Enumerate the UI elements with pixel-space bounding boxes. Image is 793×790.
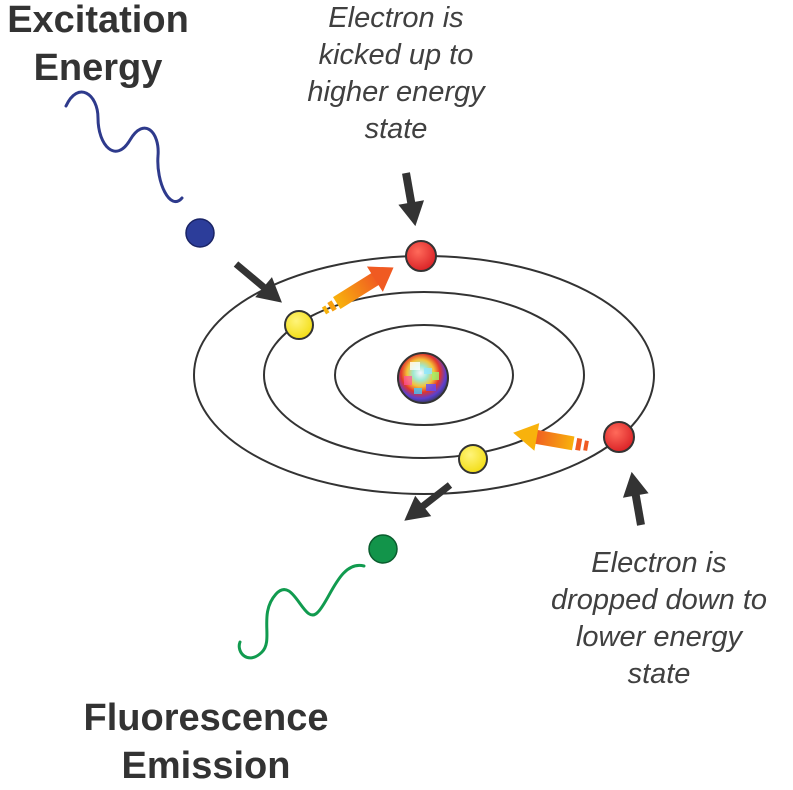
electron-ground-left	[284, 310, 314, 340]
emission-arrow	[404, 482, 453, 521]
nucleus-icon	[397, 352, 449, 404]
photon-in-icon	[185, 218, 215, 248]
dropped-down-label: Electron is dropped down to lower energy…	[526, 545, 792, 693]
dropped-down-line-1: Electron is	[591, 547, 727, 579]
electron-excited-right	[603, 421, 635, 453]
kicked-up-line-3: higher energy	[307, 76, 485, 108]
kicked-up-line-4: state	[364, 113, 428, 145]
fluorescence-label-line-1: Fluorescence	[83, 697, 329, 739]
excitation-wave	[64, 90, 184, 203]
dropped-down-line-3: lower energy	[575, 621, 743, 653]
kicked-up-line-2: kicked up to	[318, 39, 474, 71]
dropped-down-pointer-arrow	[622, 471, 649, 526]
emission-wave	[237, 564, 366, 660]
kicked-up-pointer-arrow	[398, 172, 425, 227]
excitation-arrow	[233, 261, 282, 303]
excitation-energy-label: Excitation Energy	[0, 0, 196, 92]
electron-ground-bottom	[458, 444, 488, 474]
dropped-down-line-2: dropped down to	[550, 584, 768, 616]
electron-excited-top	[405, 240, 437, 272]
kicked-up-label: Electron is kicked up to higher energy s…	[283, 0, 509, 148]
kicked-up-line-1: Electron is	[328, 2, 464, 34]
fluorescence-label-line-2: Emission	[121, 745, 291, 787]
dropped-down-line-4: state	[627, 658, 691, 690]
drop-transition-arrow	[513, 423, 589, 451]
excitation-transition-arrow	[321, 266, 394, 315]
orbit-inner	[334, 324, 514, 426]
orbit-middle	[263, 291, 585, 459]
excitation-label-line-1: Excitation	[7, 0, 189, 41]
excitation-label-line-2: Energy	[33, 47, 163, 89]
photon-out-icon	[368, 534, 398, 564]
fluorescence-emission-label: Fluorescence Emission	[60, 694, 352, 790]
